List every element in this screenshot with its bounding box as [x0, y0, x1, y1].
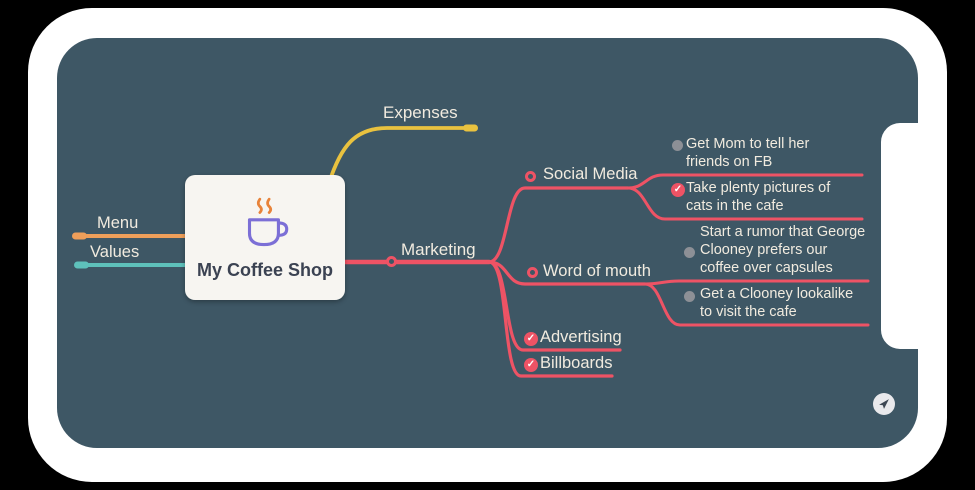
checkbox-unchecked-fb-icon[interactable]	[672, 140, 683, 151]
branch-billboards	[487, 260, 614, 378]
task-fb-line2: friends on FB	[686, 154, 773, 170]
task-fb-line1: Get Mom to tell her	[686, 136, 810, 152]
node-social-media[interactable]: Social Media	[543, 165, 638, 183]
task-cats-line1: Take plenty pictures of	[686, 180, 831, 196]
task-cats-line2: cats in the cafe	[686, 198, 784, 214]
checkbox-checked-advertising-icon[interactable]: ✓	[524, 332, 538, 346]
task-lookalike[interactable]: Get a Clooney lookalike to visit the caf…	[700, 285, 853, 321]
collapse-indicator-menu[interactable]	[72, 232, 87, 240]
node-expenses[interactable]: Expenses	[383, 103, 458, 122]
root-node-title: My Coffee Shop	[196, 259, 333, 280]
branch-lines	[72, 124, 870, 378]
node-advertising[interactable]: Advertising	[540, 328, 622, 346]
task-rumor[interactable]: Start a rumor that George Clooney prefer…	[700, 223, 865, 277]
checkbox-unchecked-lookalike-icon[interactable]	[684, 291, 695, 302]
mindmap-canvas[interactable]: My Coffee Shop Menu Values Expenses Mark…	[57, 38, 918, 448]
node-values[interactable]: Values	[90, 243, 140, 261]
coffee-cup-icon	[247, 197, 289, 246]
camera-notch	[881, 123, 918, 349]
recenter-button[interactable]	[873, 393, 895, 415]
checkbox-unchecked-rumor-icon[interactable]	[684, 247, 695, 258]
node-billboards[interactable]: Billboards	[540, 354, 613, 372]
checkbox-checked-billboards-icon[interactable]: ✓	[524, 358, 538, 372]
root-node[interactable]: My Coffee Shop	[185, 175, 345, 300]
branch-social-media	[487, 186, 630, 264]
phone-frame: My Coffee Shop Menu Values Expenses Mark…	[28, 8, 947, 482]
task-fb[interactable]: Get Mom to tell her friends on FB	[686, 135, 809, 171]
progress-ring-word-of-mouth-icon	[527, 267, 538, 278]
checkbox-checked-cats-icon[interactable]: ✓	[671, 183, 685, 197]
task-rumor-line2: Clooney prefers our	[700, 242, 828, 258]
collapse-indicator-values[interactable]	[74, 261, 89, 269]
collapse-indicator-expenses[interactable]	[463, 124, 478, 132]
task-rumor-line1: Start a rumor that George	[700, 224, 866, 240]
task-rumor-line3: coffee over capsules	[700, 260, 833, 276]
node-word-of-mouth[interactable]: Word of mouth	[543, 262, 651, 280]
branch-task-cats	[626, 186, 864, 221]
location-arrow-icon	[879, 399, 889, 409]
branch-task-rumor	[643, 279, 870, 286]
node-marketing[interactable]: Marketing	[401, 240, 476, 259]
task-lookalike-line1: Get a Clooney lookalike	[700, 286, 854, 302]
task-cats[interactable]: Take plenty pictures of cats in the cafe	[686, 179, 830, 215]
branch-task-lookalike	[643, 282, 870, 327]
progress-ring-marketing-icon	[386, 256, 397, 267]
progress-ring-social-media-icon	[525, 171, 536, 182]
branch-expenses	[327, 126, 465, 185]
node-menu[interactable]: Menu	[97, 214, 139, 232]
task-lookalike-line2: to visit the cafe	[700, 304, 797, 320]
